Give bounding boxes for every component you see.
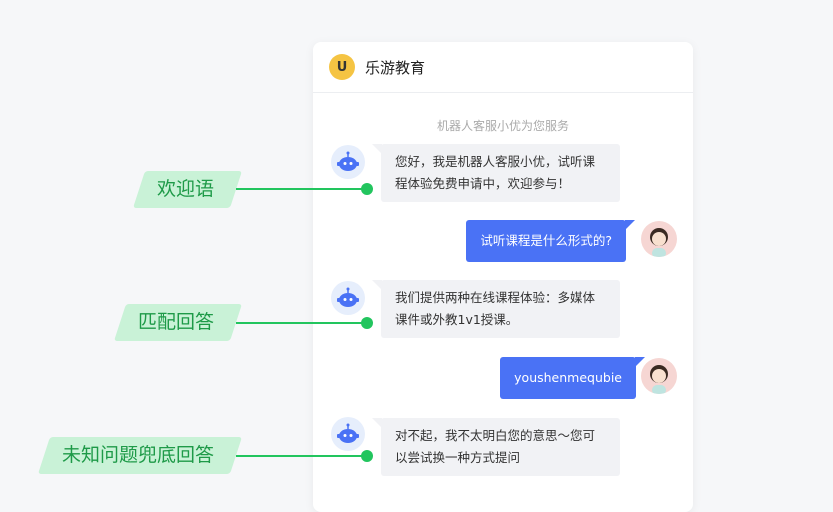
- annotation-match: 匹配回答: [113, 304, 243, 341]
- robot-avatar-icon: [331, 281, 365, 315]
- annotation-connector: [236, 322, 367, 324]
- bot-message: 对不起，我不太明白您的意思～您可以尝试换一种方式提问: [372, 418, 620, 476]
- user-message: 试听课程是什么形式的?: [466, 220, 635, 262]
- brand-logo: U: [329, 54, 355, 80]
- annotation-fallback: 未知问题兜底回答: [37, 437, 243, 474]
- bot-message: 我们提供两种在线课程体验：多媒体课件或外教1v1授课。: [372, 280, 620, 338]
- chat-window: U 乐游教育 机器人客服小优为您服务 您好，我是机器人客服小优，试听课程体验免费…: [313, 42, 693, 512]
- annotation-connector: [236, 455, 367, 457]
- annotation-dot: [361, 183, 373, 195]
- chat-header: U 乐游教育: [313, 42, 693, 93]
- annotation-dot: [361, 317, 373, 329]
- annotation-dot: [361, 450, 373, 462]
- chat-title: 乐游教育: [365, 58, 426, 77]
- annotation-welcome: 欢迎语: [132, 171, 243, 208]
- user-avatar: [641, 221, 677, 257]
- robot-avatar-icon: [331, 145, 365, 179]
- annotation-label: 未知问题兜底回答: [61, 444, 214, 466]
- system-notice: 机器人客服小优为您服务: [436, 119, 569, 133]
- robot-avatar-icon: [331, 417, 365, 451]
- user-avatar: [641, 358, 677, 394]
- annotation-label: 匹配回答: [137, 311, 214, 333]
- annotation-label: 欢迎语: [156, 178, 214, 200]
- annotation-connector: [236, 188, 367, 190]
- user-message: youshenmequbie: [500, 357, 645, 399]
- bot-message: 您好，我是机器人客服小优，试听课程体验免费申请中，欢迎参与！: [372, 144, 620, 202]
